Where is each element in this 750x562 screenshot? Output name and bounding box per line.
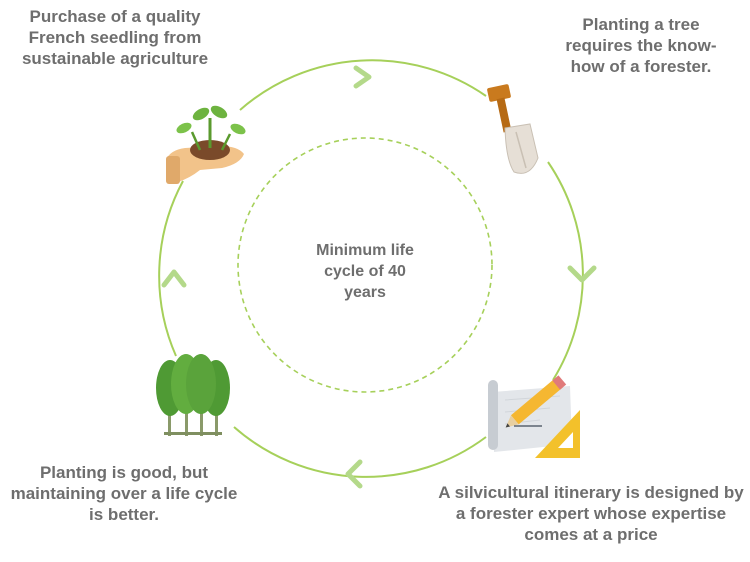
cycle-arc-bottom — [233, 426, 487, 478]
inner-dashed-circle — [237, 137, 493, 393]
shovel-icon — [487, 84, 539, 174]
cycle-ring — [158, 59, 584, 478]
trees-icon — [156, 354, 230, 436]
step-maintaining-text: Planting is good, but maintaining over a… — [10, 463, 238, 524]
hand-seedling-icon — [166, 105, 246, 184]
step-planting-text: Planting a tree requires the know-how of… — [565, 15, 717, 76]
cycle-arc-left — [158, 180, 184, 357]
arrow-up-icon — [161, 269, 187, 288]
arrow-left-icon — [345, 459, 363, 489]
cycle-arc-right — [547, 161, 584, 381]
center-label: Minimum life cycle of 40 years — [316, 242, 414, 301]
blueprint-pencil-icon — [488, 375, 580, 458]
cycle-arc-top — [239, 59, 487, 111]
arrow-right-icon — [353, 65, 372, 89]
step-silvicultural-text: A silvicultural itinerary is designed by… — [438, 483, 744, 544]
cycle-arrows — [161, 65, 597, 489]
step-purchase-text: Purchase of a quality French seedling fr… — [21, 7, 209, 68]
arrow-down-icon — [567, 265, 597, 283]
